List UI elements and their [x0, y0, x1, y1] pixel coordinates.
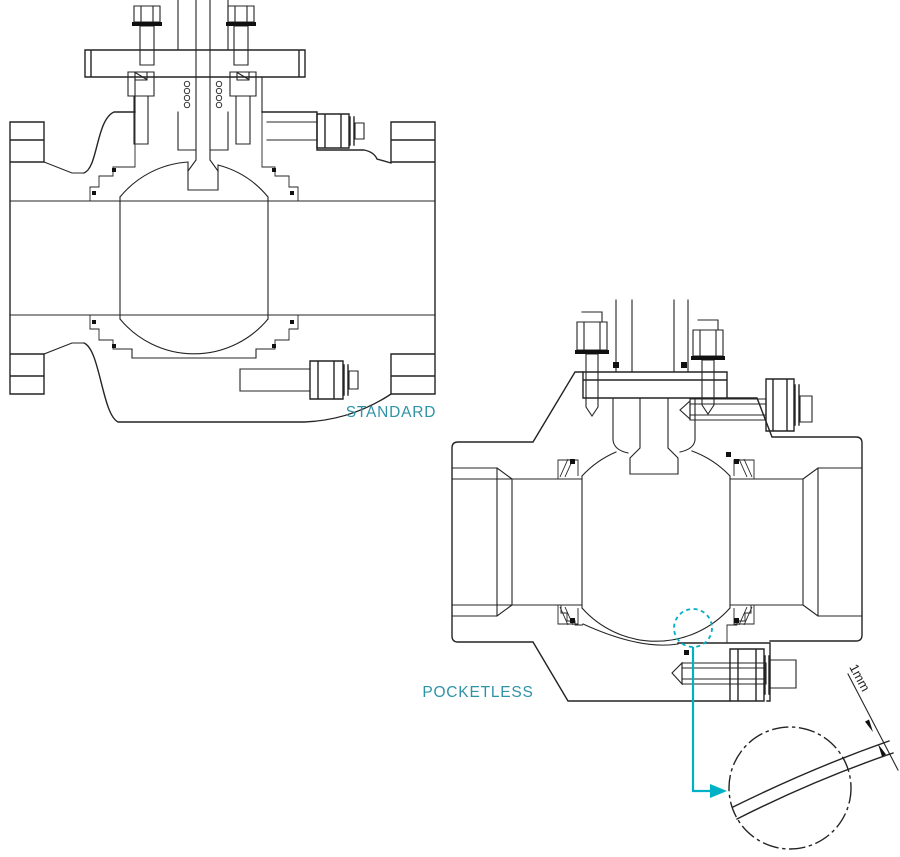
- stem-flange-bolt-right: [226, 5, 256, 66]
- gland-screw-left: [127, 71, 155, 145]
- pocketless-valve-section: [451, 299, 863, 702]
- seat-seal-marks: [570, 459, 739, 623]
- mounting-bar: [84, 49, 306, 78]
- standard-valve-section: [9, 0, 436, 423]
- body-surface-line: [736, 752, 894, 820]
- pocketless-label: POCKETLESS: [422, 684, 533, 701]
- gap-detail-view: 1mm: [728, 661, 899, 850]
- valve-body: [451, 371, 863, 702]
- body-stud-lower: [671, 648, 797, 702]
- body-stud-upper: [679, 378, 813, 457]
- body-stud-upper: [266, 113, 365, 149]
- stem-assembly: [84, 0, 306, 172]
- right-flange: [390, 121, 436, 395]
- stem-flange-bolt-left: [132, 5, 162, 66]
- valve-body: [83, 111, 392, 423]
- seat-spring-blocks: [557, 458, 755, 626]
- detail-boundary-circle: [728, 726, 852, 850]
- bonnet-bolt-left: [575, 311, 609, 417]
- stem-assembly: [575, 299, 728, 475]
- callout-leader-line: [691, 647, 711, 793]
- gland-screw-right: [229, 71, 257, 145]
- bonnet-bolt-right: [691, 319, 725, 415]
- packing-rings: [183, 80, 223, 109]
- left-flange: [9, 121, 85, 395]
- flow-bore: [9, 200, 436, 316]
- ball-surface-line: [732, 740, 890, 808]
- seat-retainer-steps: [89, 112, 299, 350]
- seat-seal-marks: [92, 168, 294, 348]
- detail-callout: [673, 608, 727, 798]
- ball-and-seats: [89, 112, 299, 359]
- body-stud-lower: [239, 360, 359, 400]
- pocketless-cavity-contour: [582, 623, 679, 646]
- callout-circle: [673, 608, 713, 648]
- weld-ends-and-bore: [451, 467, 863, 617]
- bonnet-plate: [582, 371, 728, 399]
- body-pocket-floor: [131, 348, 257, 359]
- ball-and-seats: [557, 450, 755, 646]
- callout-arrow-icon: [710, 784, 727, 798]
- standard-label: STANDARD: [346, 404, 437, 421]
- seat-retainer-steps: [560, 605, 752, 643]
